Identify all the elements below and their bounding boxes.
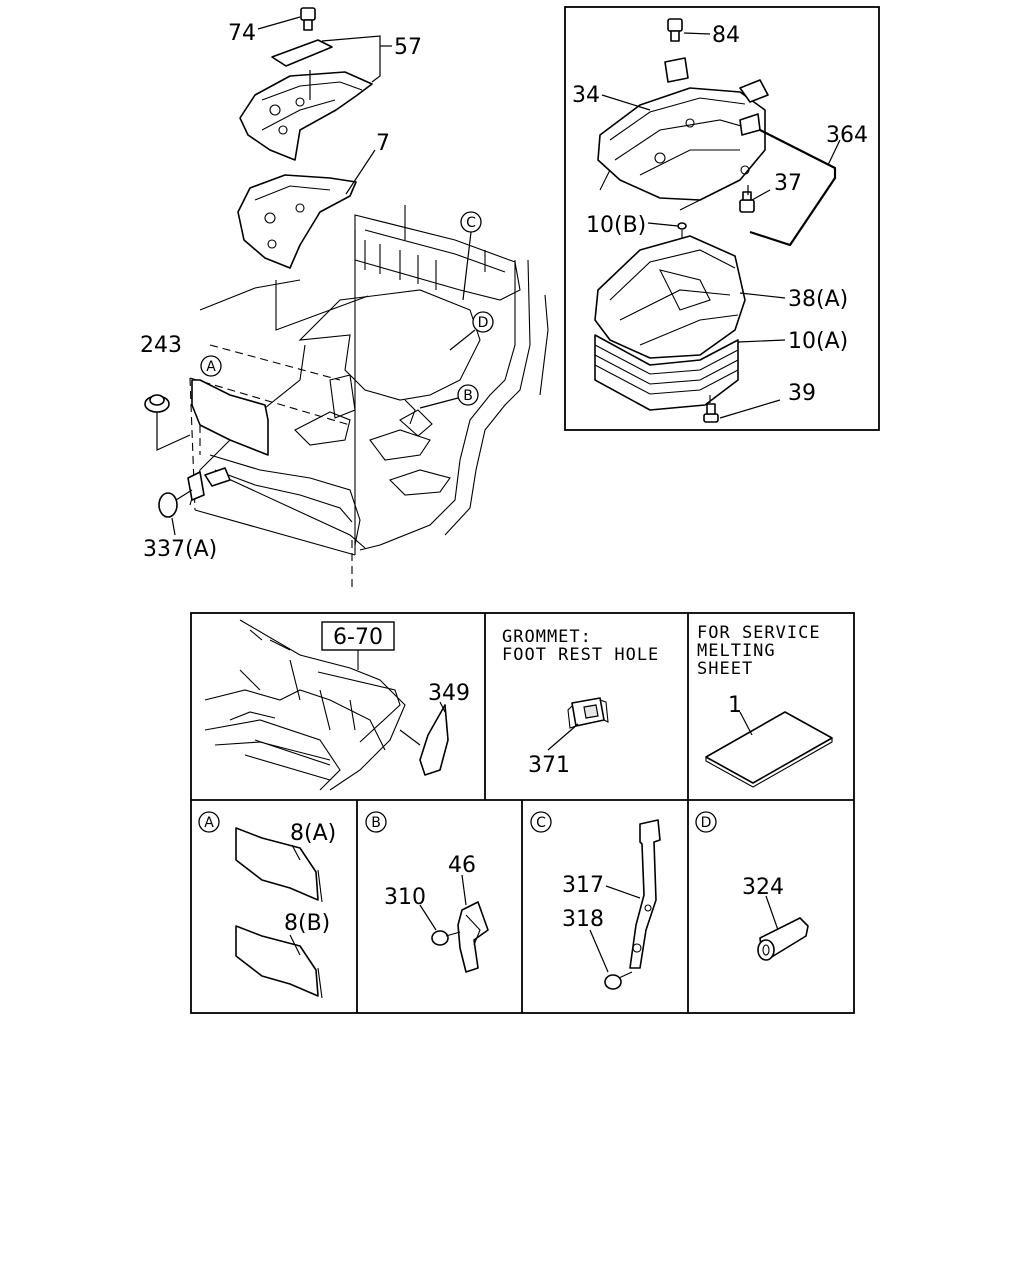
callout-a: A [200,355,222,377]
sheet-8a [235,827,319,901]
label-46: 46 [448,853,476,878]
jack-storage-inset: 84 34 364 37 10(B) 38(A) 10(A) 39 [564,6,880,431]
cell-d: D 324 [695,811,809,961]
plug-337a [158,492,178,518]
callout-b: B [457,384,479,406]
screw-318 [604,971,633,990]
screw-310 [431,930,461,946]
cell-service-sheet: FOR SERVICE MELTING SHEET 1 [697,623,833,788]
cell-grommet: GROMMET: FOOT REST HOLE 371 [502,627,659,778]
cell-c: C 317 318 [530,811,661,990]
svg-text:B: B [463,388,473,404]
label-8a: 8(A) [290,821,336,846]
label-74: 74 [228,21,256,46]
melting-sheet-1 [705,711,833,784]
label-57: 57 [394,35,422,60]
label-349: 349 [428,681,470,706]
bolt-39 [703,403,719,423]
label-318: 318 [562,907,604,932]
svg-text:D: D [701,815,712,831]
label-39: 39 [788,381,816,406]
wire-364 [749,129,837,247]
label-1: 1 [728,693,742,718]
cover-34 [597,87,766,201]
label-38a: 38(A) [788,287,848,312]
note-grommet-line1: GROMMET: [502,627,592,647]
pad-349 [419,704,449,776]
ref-6-70: 6-70 [333,625,383,650]
svg-text:A: A [206,359,216,375]
sheet-8b [235,925,319,997]
cell-floor-349: 6-70 349 [204,619,470,791]
label-34: 34 [572,83,600,108]
label-317: 317 [562,873,604,898]
callout-c: C [460,211,482,233]
svg-text:B: B [371,815,381,831]
label-324: 324 [742,875,784,900]
label-8b: 8(B) [284,911,330,936]
bracket-7 [237,174,357,269]
note-service-line2: MELTING [697,641,776,661]
label-371: 371 [528,753,570,778]
label-7: 7 [376,131,390,156]
bracket-57 [239,71,373,161]
svg-text:D: D [478,315,489,331]
label-10b: 10(B) [586,213,646,238]
sheet-8-on-floor [191,379,269,456]
detail-grid: 6-70 349 GROMMET: FOOT REST HOLE [190,612,855,1014]
bolt-84 [667,18,683,42]
bracket-57-plate [271,39,333,67]
grommet-243 [144,394,170,413]
grommet-371 [567,697,609,729]
note-service-line3: SHEET [697,659,753,679]
note-grommet-line2: FOOT REST HOLE [502,645,659,665]
note-service-line1: FOR SERVICE [697,623,821,643]
floor-assembly: C D B A 74 57 7 243 337(A) [140,7,549,590]
label-243: 243 [140,333,182,358]
cell-a: A 8(A) 8(B) [198,811,336,999]
label-37: 37 [774,171,802,196]
label-310: 310 [384,885,426,910]
clip-324 [757,917,809,961]
bolt-74 [300,7,316,31]
callout-d: D [472,311,494,333]
tray-38a [594,235,746,359]
bracket-46 [457,901,489,973]
label-364: 364 [826,123,868,148]
label-337a: 337(A) [143,537,217,562]
label-84: 84 [712,23,740,48]
svg-text:A: A [204,815,214,831]
cell-b: B 46 310 [365,811,489,973]
label-10a: 10(A) [788,329,848,354]
bolt-37 [739,191,755,213]
svg-text:C: C [466,215,476,231]
svg-text:C: C [536,815,546,831]
strap-317 [629,819,661,969]
